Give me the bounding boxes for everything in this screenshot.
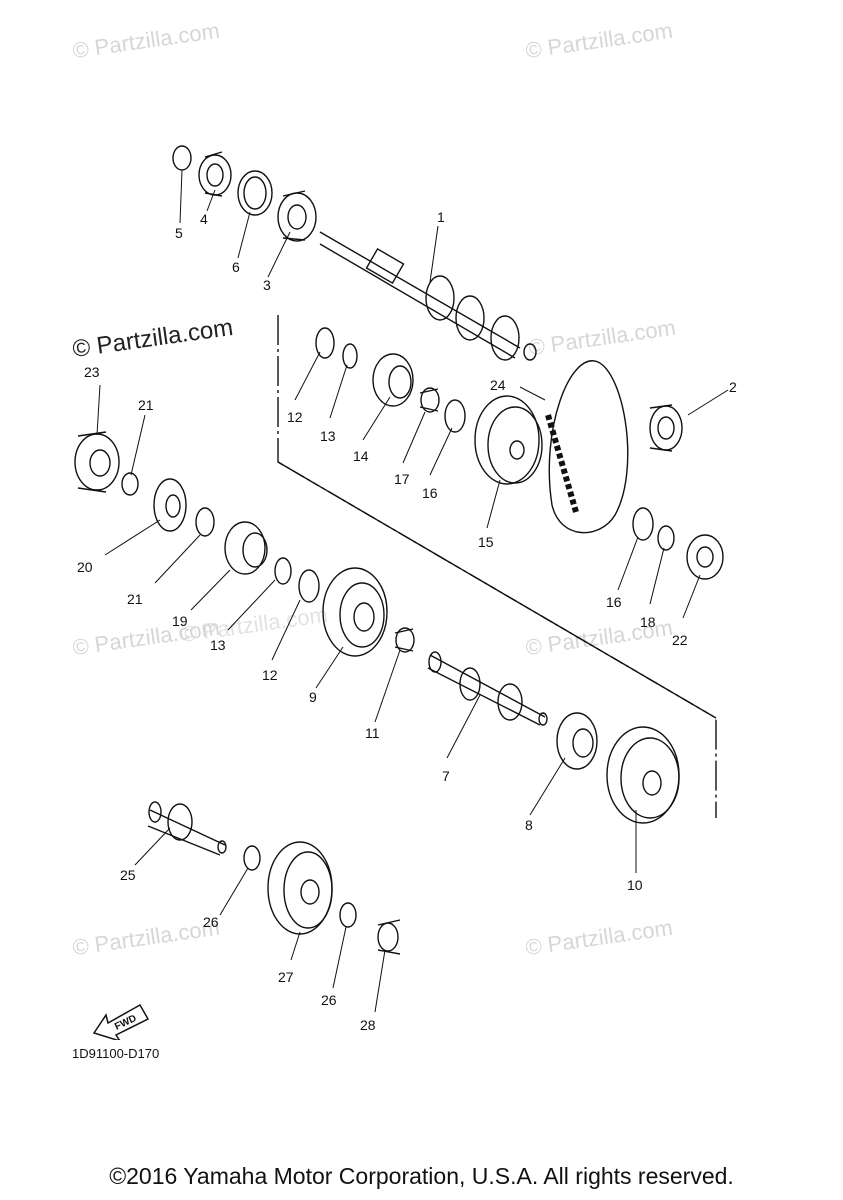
part-8-gear bbox=[556, 712, 598, 770]
callout-17: 17 bbox=[394, 471, 410, 487]
callout-27: 27 bbox=[278, 969, 294, 985]
assembly-frame bbox=[277, 315, 717, 818]
part-20-gear bbox=[153, 478, 187, 532]
callout-21-lower: 21 bbox=[127, 591, 143, 607]
callout-13: 13 bbox=[320, 428, 336, 444]
part-21-circlip-upper bbox=[121, 472, 139, 496]
copyright-notice: ©2016 Yamaha Motor Corporation, U.S.A. A… bbox=[109, 1163, 734, 1189]
callout-8: 8 bbox=[525, 817, 533, 833]
callout-2: 2 bbox=[729, 379, 737, 395]
callout-23: 23 bbox=[84, 364, 100, 380]
part-10-gear bbox=[606, 726, 680, 824]
part-28-collar bbox=[377, 919, 401, 955]
fwd-arrow-icon: FWD bbox=[92, 1003, 150, 1040]
part-16-washer-upper bbox=[444, 399, 466, 433]
part-15-sprocket bbox=[474, 395, 543, 485]
part-27-gear bbox=[267, 841, 333, 935]
callout-24: 24 bbox=[490, 377, 506, 393]
callout-28: 28 bbox=[360, 1017, 376, 1033]
part-18-circlip bbox=[657, 525, 675, 551]
part-11-needle-bearing bbox=[394, 627, 415, 653]
callout-13-lower: 13 bbox=[210, 637, 226, 653]
callout-10: 10 bbox=[627, 877, 643, 893]
part-2-bearing bbox=[649, 404, 683, 452]
callout-26-upper: 26 bbox=[203, 914, 219, 930]
callout-18: 18 bbox=[640, 614, 656, 630]
callout-4: 4 bbox=[200, 211, 208, 227]
part-16-washer-lower bbox=[632, 507, 654, 541]
part-24-drive-chain bbox=[548, 360, 629, 534]
callout-7: 7 bbox=[442, 768, 450, 784]
callout-9: 9 bbox=[309, 689, 317, 705]
callout-6: 6 bbox=[232, 259, 240, 275]
callout-14: 14 bbox=[353, 448, 369, 464]
part-22-bearing bbox=[686, 534, 724, 580]
part-26-circlip-lower bbox=[339, 902, 357, 928]
callout-22: 22 bbox=[672, 632, 688, 648]
part-12-washer-lower bbox=[298, 569, 320, 603]
callout-12-lower: 12 bbox=[262, 667, 278, 683]
callout-25: 25 bbox=[120, 867, 136, 883]
part-25-shaft bbox=[147, 801, 227, 856]
part-6-oil-seal bbox=[237, 170, 273, 216]
callout-20: 20 bbox=[77, 559, 93, 575]
part-14-dog-clutch bbox=[372, 353, 414, 407]
part-23-bearing bbox=[74, 431, 120, 493]
callout-11: 11 bbox=[365, 725, 380, 741]
part-19-dog-clutch bbox=[224, 521, 268, 575]
part-3-bearing bbox=[277, 190, 317, 242]
callout-5: 5 bbox=[175, 225, 183, 241]
callout-12: 12 bbox=[287, 409, 303, 425]
part-5-o-ring bbox=[172, 145, 192, 171]
part-9-gear bbox=[322, 567, 388, 657]
part-17-needle-bearing bbox=[419, 387, 440, 413]
part-7-shaft bbox=[427, 651, 548, 726]
callout-16-lower: 16 bbox=[606, 594, 622, 610]
callout-19: 19 bbox=[172, 613, 188, 629]
drawing-code: 1D91100-D170 bbox=[72, 1046, 160, 1061]
leader-lines bbox=[96, 169, 729, 1013]
part-12-washer bbox=[315, 327, 335, 359]
part-1-main-shaft bbox=[319, 231, 537, 361]
callout-3: 3 bbox=[263, 277, 271, 293]
callout-15: 15 bbox=[478, 534, 494, 550]
part-4-bearing bbox=[198, 151, 232, 197]
callout-26-lower: 26 bbox=[321, 992, 337, 1008]
part-13-circlip bbox=[342, 343, 358, 369]
callout-21-upper: 21 bbox=[138, 397, 154, 413]
callout-16: 16 bbox=[422, 485, 438, 501]
part-26-circlip-upper bbox=[243, 845, 261, 871]
part-13-circlip-lower bbox=[274, 557, 292, 585]
callout-1: 1 bbox=[437, 209, 445, 225]
part-21-circlip-lower bbox=[195, 507, 215, 537]
